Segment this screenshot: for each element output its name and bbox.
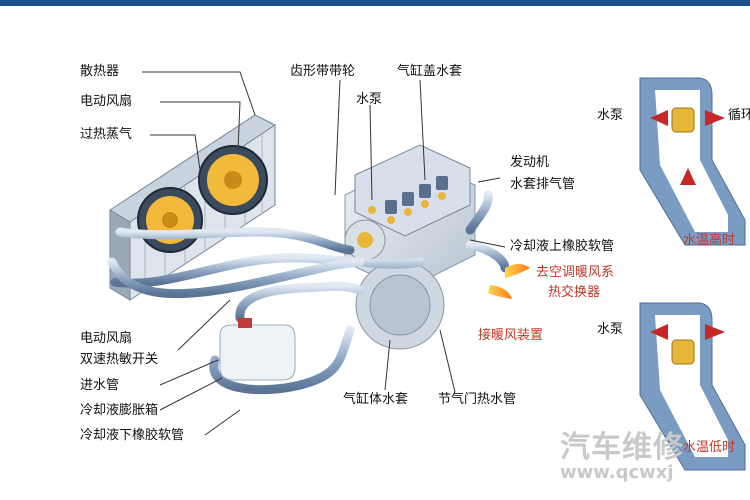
to-heater-label: 接暖风装置 xyxy=(478,328,544,343)
cylinder-block-jacket-label: 气缸体水套 xyxy=(343,392,409,407)
inset-water-pump-top-label: 水泵 xyxy=(597,108,624,123)
electric-fan-label: 电动风扇 xyxy=(80,94,133,109)
inset-water-pump-bottom-label: 水泵 xyxy=(597,322,624,337)
expansion-tank-graphic xyxy=(219,318,296,381)
toothed-belt-pulley-label: 齿形带带轮 xyxy=(290,64,356,79)
throttle-hot-water-pipe-label: 节气门热水管 xyxy=(438,392,517,407)
to-ac-heater-label-2: 热交换器 xyxy=(548,285,601,300)
expansion-tank-label: 冷却液膨胀箱 xyxy=(80,403,159,418)
fan-thermo-switch-label-2: 双速热敏开关 xyxy=(80,352,159,367)
inset-low-temp-label: 水温低时 xyxy=(683,440,736,455)
cylinder-head-jacket-label: 气缸盖水套 xyxy=(397,64,463,79)
watermark-url: www.qcwxj xyxy=(560,462,674,483)
to-ac-heater-label-1: 去空调暖风系 xyxy=(536,265,615,280)
superheated-steam-label: 过热蒸气 xyxy=(80,127,133,142)
watermark-brand: 汽车维修 xyxy=(560,430,684,465)
coolant-pipes xyxy=(107,190,510,395)
water-pump-label: 水泵 xyxy=(356,92,383,107)
top-border-bar xyxy=(0,0,750,6)
coolant-upper-hose-label: 冷却液上橡胶软管 xyxy=(510,239,615,254)
radiator-label: 散热器 xyxy=(80,64,120,79)
engine-label: 发动机 xyxy=(510,155,550,170)
inset-cycle-label: 循环 xyxy=(728,108,750,123)
fan-thermo-switch-label-1: 电动风扇 xyxy=(80,331,133,346)
jacket-exhaust-label: 水套排气管 xyxy=(510,177,576,192)
inlet-pipe-label: 进水管 xyxy=(80,378,120,393)
thermostat-inset-high xyxy=(639,77,746,246)
leader-lines xyxy=(142,71,506,436)
thermostat-inset-low xyxy=(639,302,746,471)
coolant-lower-hose-label: 冷却液下橡胶软管 xyxy=(80,428,185,443)
inset-high-temp-label: 水温高时 xyxy=(683,233,736,248)
engine-graphic xyxy=(344,144,476,350)
heater-flame-graphic xyxy=(488,264,530,299)
